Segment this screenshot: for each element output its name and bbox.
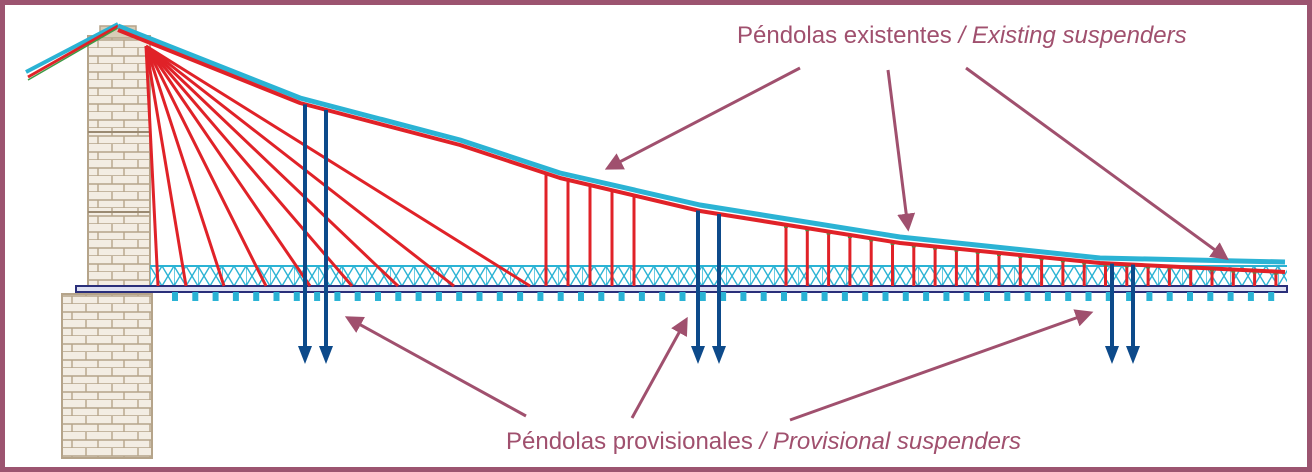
deck-beam-end [1044,292,1051,301]
arrow-existing-middle [886,69,916,232]
provisional-suspenders-label: Péndolas provisionales / Provisional sus… [506,428,1021,456]
deck-beam-end [740,292,747,301]
tower-upper [87,35,151,289]
tower-lower [61,293,153,459]
main-cable-original [117,23,1286,265]
back-stay-green [27,27,119,81]
deck-beam-end [801,292,808,301]
deck-beam-end [1207,292,1214,301]
deck-beam-end [1126,292,1133,301]
deck-beam-end [273,292,280,301]
deck-beam-end [1004,292,1011,301]
deck-beam-end [192,292,199,301]
deck-beam-end [415,292,422,301]
stay-cable [145,44,531,288]
deck-beam-end [1085,292,1092,301]
back-stay-original [25,22,119,74]
deck-beam-end [821,292,828,301]
deck-beam-end [984,292,990,301]
deck-beam-end [557,292,564,301]
deck-beam-end [923,292,930,301]
deck-beam-end [720,292,727,301]
deck-beam-end [1268,292,1275,301]
provisional-suspenders-label-en: / Provisional suspenders [759,428,1021,455]
deck-beam-end [760,292,767,301]
arrow-provisional-right [789,309,1094,422]
deck-beam-end [537,292,544,301]
deck-beam-end [841,292,848,301]
stay-cable [144,45,226,287]
stay-cable [144,44,400,288]
deck-beam-end [314,292,321,301]
deck-beam-end [476,292,483,301]
down-arrow-icon [691,346,705,364]
deck-beam-end [293,292,300,301]
deck-beam-end [963,292,970,301]
down-arrow-icon [1126,346,1140,364]
down-arrow-icon [1105,346,1119,364]
arrow-existing-left [604,66,801,170]
back-stays [25,22,119,81]
provisional-suspenders [298,104,1140,364]
deck-beam-end [598,292,605,301]
down-arrow-icon [319,346,333,364]
down-arrow-icon [712,346,726,364]
deck-beam-end [456,292,463,301]
deck-beam-end [1105,292,1112,301]
stay-cable [144,45,268,287]
deck-beam-end [638,292,645,301]
deck-beam-end [334,292,341,301]
provisional-suspenders-label-es: Péndolas provisionales [506,428,753,455]
deck-beam-end [679,292,686,301]
tower [61,25,153,459]
stay-cables [144,44,531,288]
deck-beam-end [1146,292,1153,301]
deck-slab [75,285,1288,293]
deck-beam-end [699,292,706,301]
deck-beam-end [882,292,889,301]
deck-beam-end [781,292,787,301]
deck-beam-end [902,292,909,301]
callout-arrows [344,66,1229,422]
arrow-provisional-left [344,316,527,418]
deck-beam-end [232,292,239,301]
deck-beam-end [1187,292,1193,301]
arrow-existing-right [965,66,1229,261]
deck-beam-end [172,292,178,301]
deck-beam-end [435,292,442,301]
deck-beam-end [395,292,402,301]
stay-cable [144,45,354,287]
deck-beam-end [517,292,524,301]
deck-beam-end [253,292,260,301]
deck-beam-end [1227,292,1234,301]
down-arrow-icon [298,346,312,364]
deck-beam-ends [172,292,1275,301]
deck-beam-end [578,292,584,301]
deck-beam-end [618,292,625,301]
deck-beam-end [862,292,869,301]
stay-cable [144,45,160,287]
deck-beam-end [354,292,361,301]
stay-cable [145,44,455,288]
deck-beam-end [1247,292,1254,301]
existing-suspenders-label-en: / Existing suspenders [958,22,1187,49]
deck-beam-end [212,292,219,301]
deck-beam-end [1166,292,1173,301]
main-cables [117,23,1286,274]
deck-beam-end [496,292,503,301]
back-stay-existing [27,24,119,79]
deck-beam-end [1024,292,1031,301]
deck-beam-end [1065,292,1072,301]
deck-beam-end [943,292,950,301]
deck-beam-end [659,292,666,301]
existing-suspenders-label-es: Péndolas existentes [737,22,952,49]
arrow-provisional-middle [630,316,688,419]
main-cable-existing [117,28,1286,274]
stay-cable [144,45,312,287]
stay-cable [144,45,188,287]
existing-suspenders-label: Péndolas existentes / Existing suspender… [737,22,1187,50]
deck-beam-end [375,292,381,301]
